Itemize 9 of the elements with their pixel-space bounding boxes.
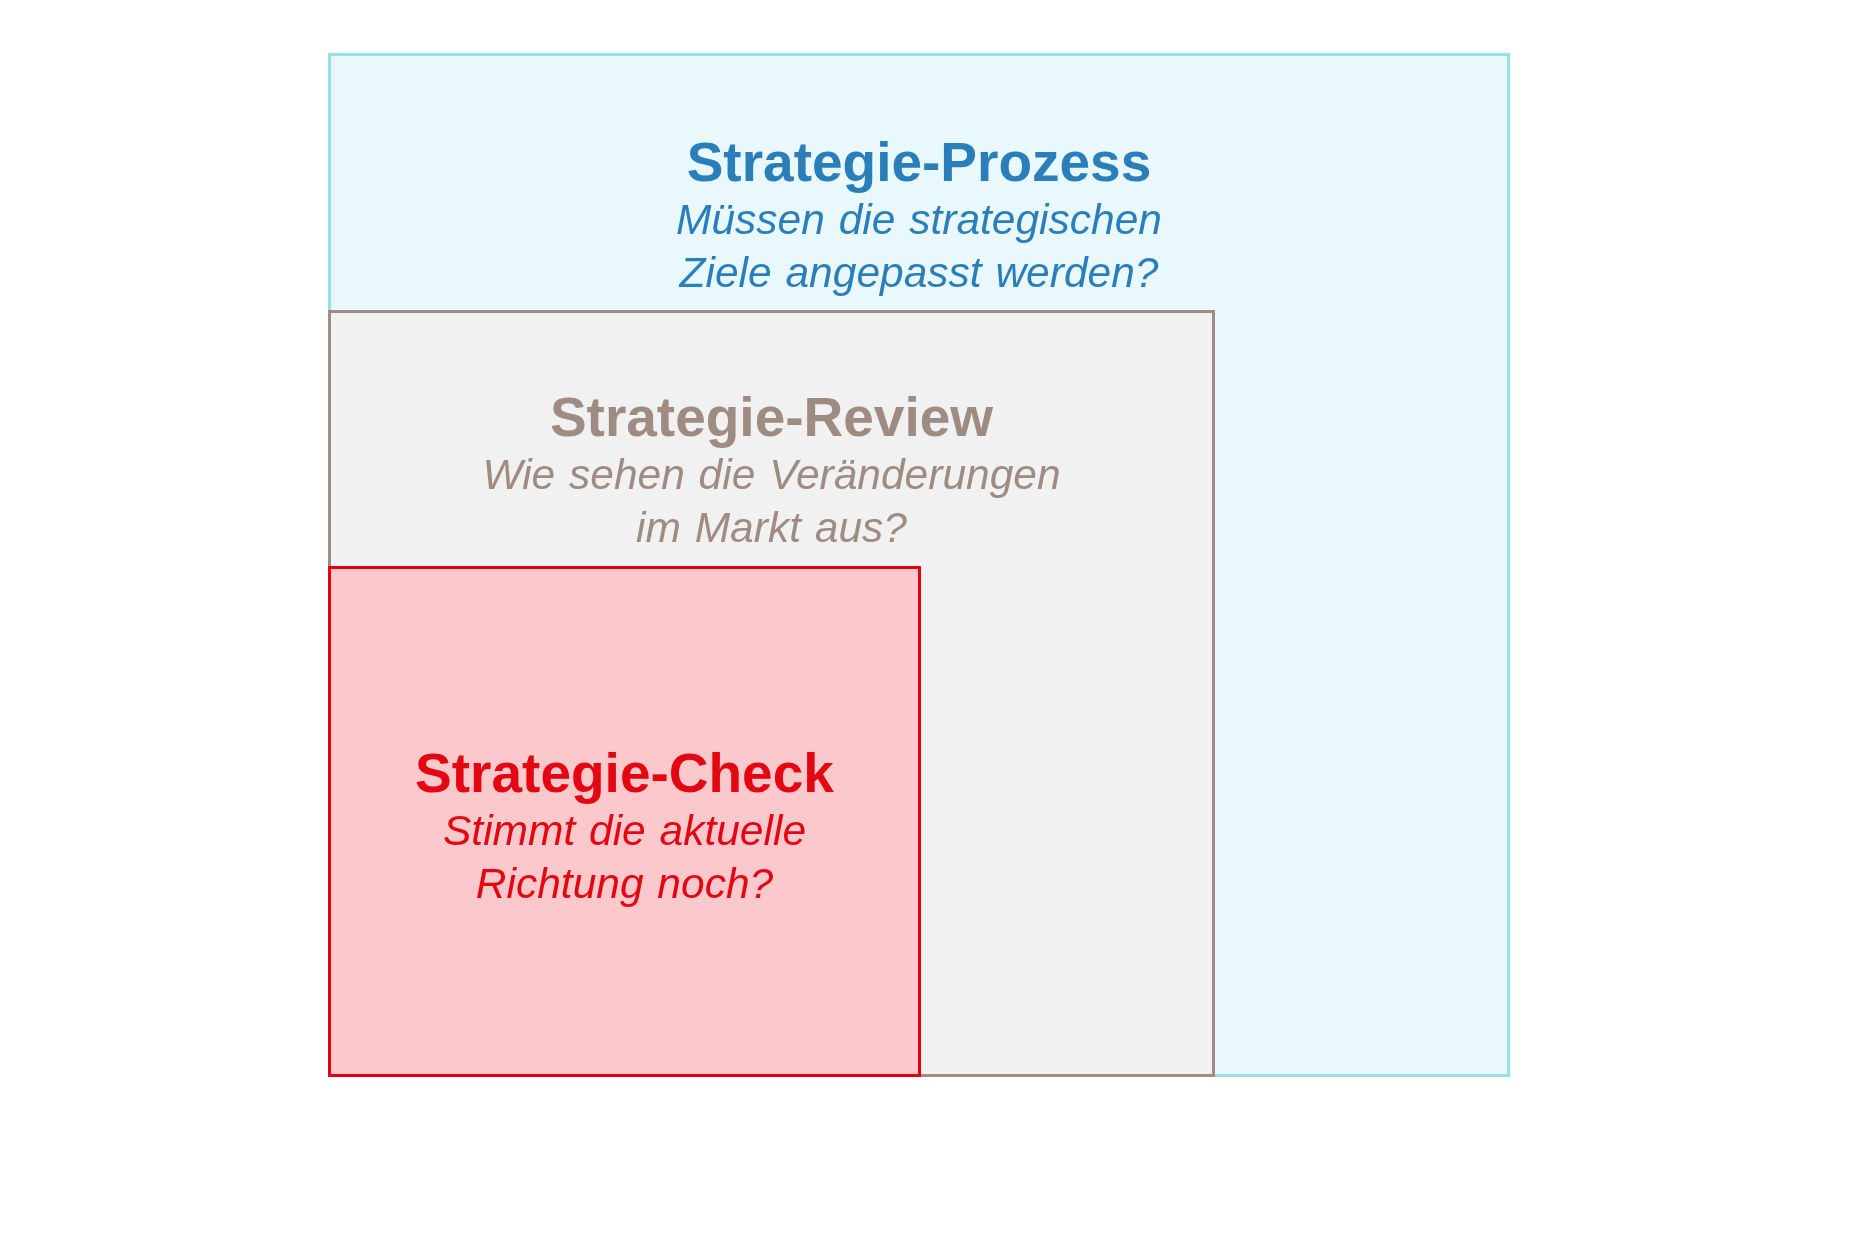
- box-question: Müssen die strategischen Ziele angepasst werden?: [675, 195, 1163, 298]
- box-heading: Strategie-Review: [549, 386, 994, 448]
- box-question: Wie sehen die Veränderungen im Markt aus?: [481, 450, 1062, 553]
- box-question: Stimmt die aktuelle Richtung noch?: [442, 806, 807, 909]
- nested-scope-box: [328, 310, 1215, 1077]
- box-heading: Strategie-Prozess: [686, 131, 1152, 193]
- nested-scope-box: [328, 53, 1510, 1077]
- nested-scope-box: [328, 566, 921, 1077]
- box-heading: Strategie-Check: [415, 742, 834, 804]
